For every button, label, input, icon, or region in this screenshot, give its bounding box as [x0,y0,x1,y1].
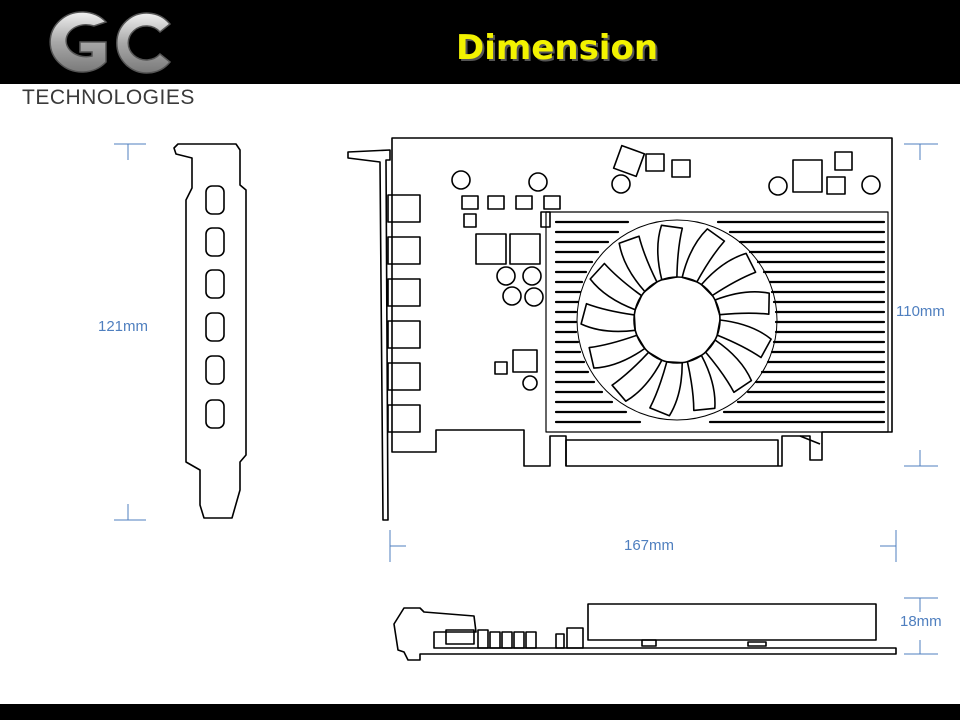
fan-blade [700,252,757,297]
fan-blade [704,339,753,394]
card-height-label: 110mm [896,303,945,320]
fan-blade [686,354,716,412]
card-thickness-label: 18mm [900,613,942,630]
heatsink-fins [554,220,886,424]
fan-blade [580,302,636,333]
gc-logo [49,11,172,74]
fan-blade [716,319,772,359]
fan-blade [714,291,770,316]
fan-blade [618,235,658,293]
cooling-fan [576,219,778,421]
footer-bar [0,704,960,720]
fan-blade [611,351,663,402]
card-top-drawing [393,603,897,661]
bracket-height-label: 121mm [98,318,149,335]
dimension-lines [114,143,938,655]
card-length-label: 167mm [624,537,675,554]
fan-blade [681,228,726,283]
fan-blade [588,334,646,369]
page-title: Dimension [456,28,659,68]
card-front-drawing [347,137,893,521]
fan-blade [656,224,684,281]
fan-blade [589,262,643,311]
logo-company-text: TECHNOLOGIES [22,86,195,109]
bracket-drawing [173,143,247,519]
fan-blade [649,361,684,417]
